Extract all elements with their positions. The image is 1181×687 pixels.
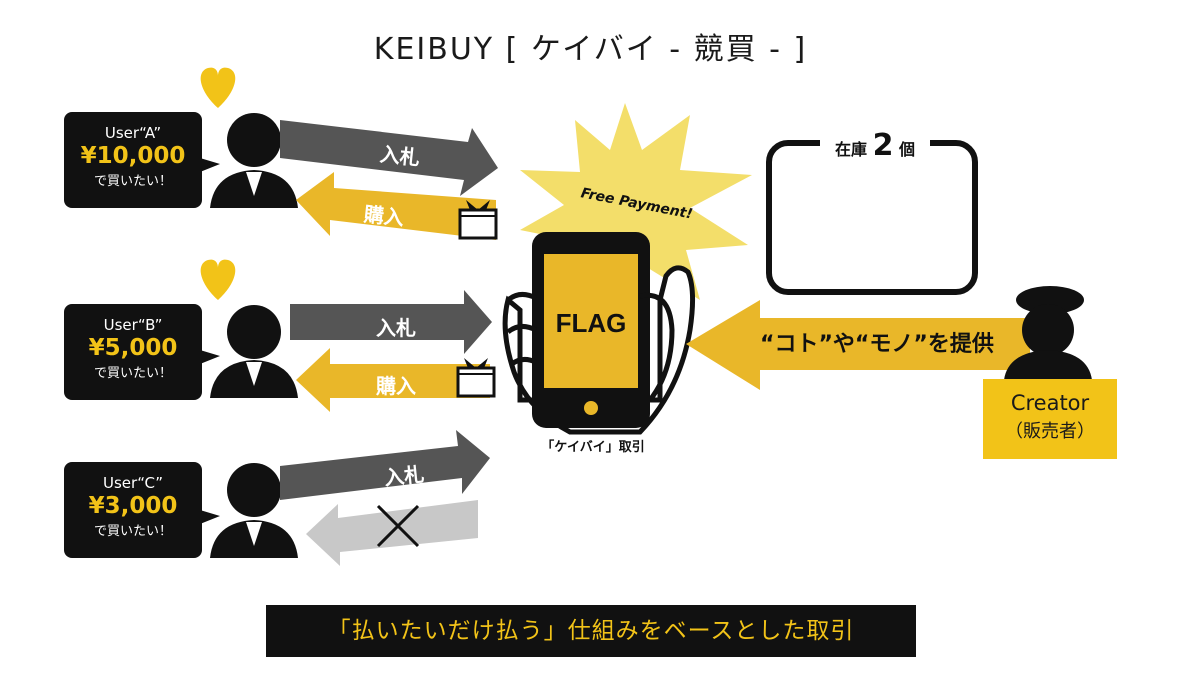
provide-label: “コト”や“モノ”を提供 [760,332,994,357]
bid-arrow-a [280,120,498,196]
stock-count: 2 [872,128,894,163]
hand-shape [502,265,696,435]
user-price: ¥5,000 [88,335,178,361]
bottom-caption: 「払いたいだけ払う」仕組みをベースとした取引 [266,605,916,657]
user-b-figure [210,305,298,398]
user-name: User“C” [103,474,163,492]
creator-box: Creator （販売者） [983,379,1117,459]
user-bubble-b: User“B” ¥5,000 で買いたい！ [64,304,202,400]
user-price: ¥10,000 [80,143,186,169]
user-price: ¥3,000 [88,493,178,519]
heart-icon [200,67,236,108]
buy-arrow-a [296,172,496,240]
bid-label-a: 入札 [378,141,421,171]
heart-icon [200,259,236,300]
thumb-shape [639,292,675,402]
creator-name: Creator [1010,391,1090,415]
deal-label: 「ケイバイ」取引 [541,440,645,455]
finger-shape [506,292,538,367]
user-wish: で買いたい！ [93,524,172,539]
bubble-tail [200,510,220,524]
stock-box [766,140,978,295]
buy-arrow-b [296,348,490,412]
buy-label-b: 購入 [376,374,416,398]
user-a-figure [210,113,298,208]
user-c-figure [210,463,298,558]
bid-arrow-c [280,430,490,500]
phone-brand: FLAG [556,308,627,338]
reject-x-icon [376,504,420,548]
gift-icon [458,200,498,240]
bid-arrow-b [290,290,492,354]
user-name: User“B” [103,316,163,334]
stock-label: 在庫 2 個 [820,128,930,163]
bubble-tail [200,158,220,172]
user-wish: で買いたい！ [93,366,172,381]
user-name: User“A” [104,124,162,142]
bubble-tail [200,350,220,364]
user-wish: で買いたい！ [93,174,172,189]
user-bubble-a: User“A” ¥10,000 で買いたい！ [64,112,202,208]
creator-figure [1004,286,1092,380]
phone-screen [544,254,638,388]
creator-role: （販売者） [1005,421,1095,442]
phone-home-button [584,401,598,415]
bid-label-c: 入札 [383,461,426,491]
stock-suffix: 個 [899,140,916,159]
provide-arrow [686,300,1030,390]
user-bubble-c: User“C” ¥3,000 で買いたい！ [64,462,202,558]
buy-label-a: 購入 [362,201,405,231]
bid-label-b: 入札 [376,316,416,340]
gift-icon [456,358,496,398]
stock-prefix: 在庫 [834,140,867,159]
page-title: KEIBUY [ ケイバイ - 競買 - ] [373,32,808,67]
